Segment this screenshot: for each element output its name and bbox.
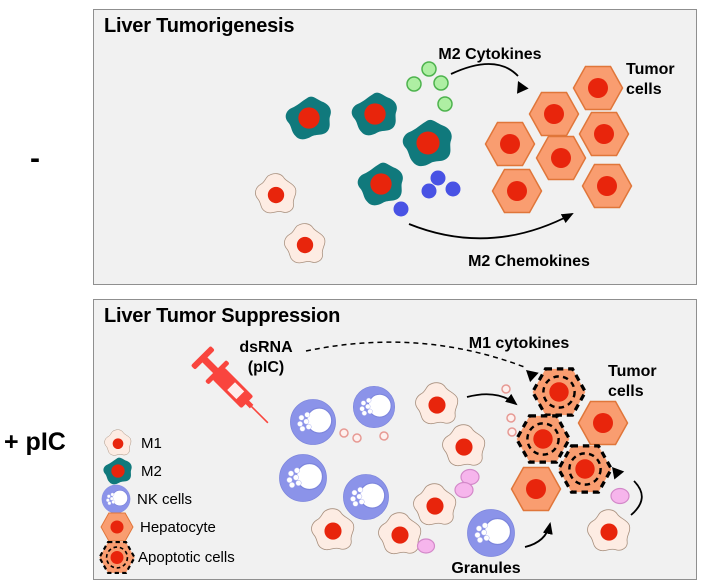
tumor-cell-hexagon xyxy=(581,163,633,209)
tumor-cells-label: Tumor cells xyxy=(608,362,657,402)
granule-arrowhead-icon xyxy=(612,467,625,480)
m1-cytokines-dashed-arrow xyxy=(305,341,528,369)
nk-cell xyxy=(278,453,328,503)
tumor-cells-line2: cells xyxy=(608,383,644,400)
nk-cell xyxy=(289,398,337,446)
vesicle-ring xyxy=(379,431,389,441)
m1-cell xyxy=(415,382,459,425)
apoptotic-cell-icon xyxy=(98,541,136,574)
nk-cell xyxy=(352,385,396,429)
tumor-cell-hexagon xyxy=(528,91,580,137)
tumorigenesis-diagram xyxy=(255,61,633,264)
suppression-panel: Liver Tumor Suppression dsRNA (pIC) M1 c… xyxy=(93,299,697,580)
m2-chemokines-label: M2 Chemokines xyxy=(468,253,590,270)
tumor-cells-line1: Tumor xyxy=(626,61,675,78)
secreted-vesicle-rings xyxy=(339,384,517,443)
nk-cell xyxy=(342,473,390,521)
m2-cell xyxy=(285,96,331,140)
granule-dots xyxy=(416,468,630,554)
nk-to-tumor-arrow xyxy=(524,522,553,548)
nk-cell-icon xyxy=(101,484,131,514)
m1-cell xyxy=(378,512,422,555)
m2-cell xyxy=(351,92,397,136)
legend-label: M1 xyxy=(141,434,162,452)
vesicle-ring xyxy=(352,433,362,443)
chemokine-dot xyxy=(393,201,409,217)
m1-cell xyxy=(311,508,355,551)
vesicle-ring xyxy=(339,428,349,438)
tumor-cells-label: Tumor cells xyxy=(626,60,675,100)
syringe-icon xyxy=(191,346,269,424)
cytokine-dot xyxy=(421,61,437,77)
m2-cell-icon xyxy=(101,456,135,486)
legend-label: Apoptotic cells xyxy=(138,549,235,566)
granule-release-arrow xyxy=(630,480,643,516)
tumorigenesis-title: Liver Tumorigenesis xyxy=(104,15,295,37)
vesicle-ring xyxy=(501,384,511,394)
dsrna-line2: (pIC) xyxy=(247,359,285,376)
legend-label: M2 xyxy=(141,462,162,480)
m1-cytokines-arrowhead-icon xyxy=(526,370,539,383)
chemokines-arrow xyxy=(408,213,574,240)
m1-cell xyxy=(587,509,631,552)
suppression-diagram xyxy=(191,341,643,558)
apoptotic-tumor-cell xyxy=(515,414,571,464)
apoptotic-tumor-cell xyxy=(531,367,587,417)
hepatocyte-icon xyxy=(100,512,134,542)
m2-cell xyxy=(357,162,403,206)
m1-cell xyxy=(255,173,297,214)
suppression-title: Liver Tumor Suppression xyxy=(104,305,341,327)
legend-item-m2: M2 xyxy=(101,456,162,486)
granule-dot xyxy=(610,487,630,505)
granule-dot xyxy=(416,538,436,554)
tumor-cell-hexagon xyxy=(510,466,562,512)
m1-cell xyxy=(284,223,326,264)
tumor-cell-hexagon xyxy=(491,168,543,214)
m1-cell xyxy=(413,483,457,526)
chemokine-dot xyxy=(445,181,461,197)
m2-cytokines-label: M2 Cytokines xyxy=(438,46,542,63)
vesicle-ring xyxy=(506,413,516,423)
tumor-cells-line1: Tumor xyxy=(608,363,657,380)
m1-to-tumor-arrow xyxy=(466,393,518,406)
m2-chemokine-dots xyxy=(393,170,461,217)
legend-item-nk-cells: NK cells xyxy=(101,484,192,514)
legend-label: Hepatocyte xyxy=(140,518,216,536)
tumor-cells-line2: cells xyxy=(626,81,662,98)
condition-minus-label: - xyxy=(30,142,40,175)
condition-pic-label: + pIC xyxy=(4,428,66,456)
granule-dot xyxy=(454,481,474,499)
tumor-cell-cluster xyxy=(484,65,633,214)
tumor-cell-hexagon xyxy=(578,111,630,157)
apoptotic-tumor-cell xyxy=(557,444,613,494)
legend-item-hepatocyte: Hepatocyte xyxy=(100,512,216,542)
cytokine-dot xyxy=(433,75,449,91)
tumor-cell-hexagon xyxy=(535,135,587,181)
cytokines-arrow xyxy=(450,63,519,77)
tumor-cell-hexagon xyxy=(572,65,624,111)
legend-item-m1: M1 xyxy=(101,428,162,458)
m1-cell-icon xyxy=(101,428,135,458)
m1-macrophage-group xyxy=(255,173,326,264)
tumor-cell-hexagon xyxy=(484,121,536,167)
m2-cytokine-dots xyxy=(406,61,453,112)
chemokine-dot xyxy=(421,183,437,199)
m1-cell xyxy=(442,424,486,467)
tumorigenesis-panel: Liver Tumorigenesis M2 Cytokines Tumor c… xyxy=(93,9,697,285)
cytokine-dot xyxy=(406,76,422,92)
granules-label: Granules xyxy=(451,560,521,577)
dsrna-line1: dsRNA xyxy=(239,339,293,356)
cytokine-dot xyxy=(437,96,453,112)
vesicle-ring xyxy=(507,427,517,437)
chemokine-dot xyxy=(430,170,446,186)
cytokines-arrowhead-icon xyxy=(517,81,529,94)
nk-cell xyxy=(466,508,516,558)
m2-cell xyxy=(402,119,452,167)
legend-label: NK cells xyxy=(137,490,193,508)
tumor-cell-hexagon xyxy=(577,400,629,446)
legend-item-apoptotic-cells: Apoptotic cells xyxy=(98,541,235,574)
dsrna-label: dsRNA (pIC) xyxy=(224,338,308,378)
m1-cytokines-label: M1 cytokines xyxy=(468,335,570,352)
